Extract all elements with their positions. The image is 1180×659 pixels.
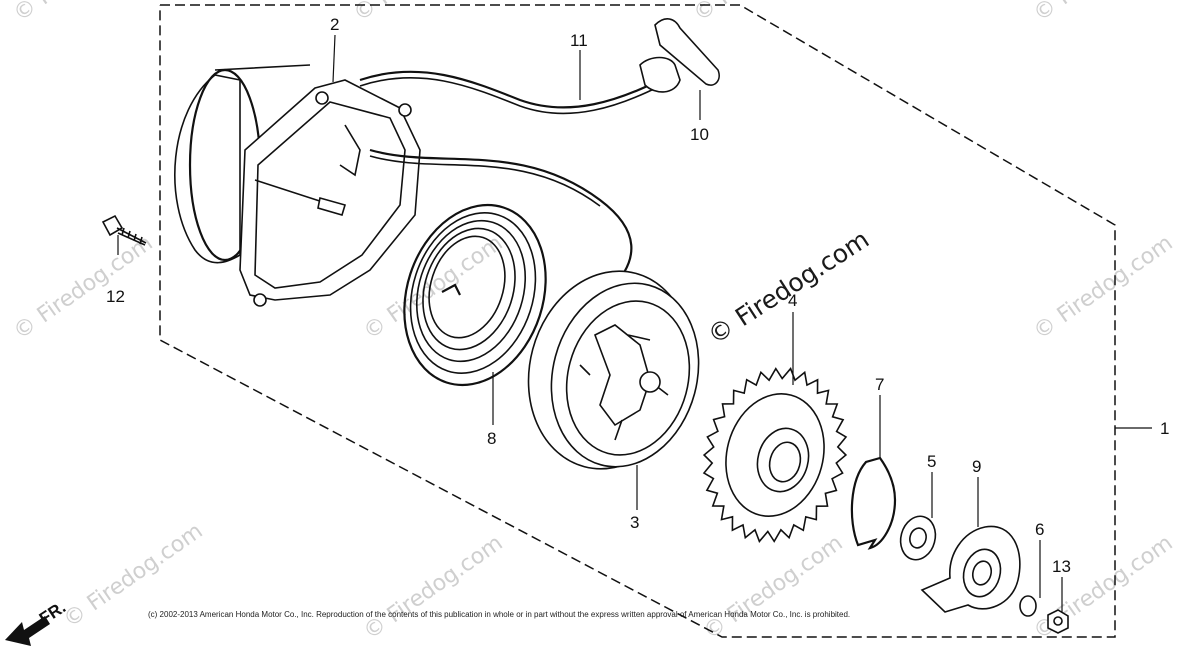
- part-9-friction-plate: [920, 525, 1021, 613]
- part-8-recoil-spring: [403, 203, 547, 387]
- callout-6: 6: [1035, 520, 1044, 539]
- part-11-starter-rope: [359, 70, 661, 291]
- front-arrow-icon: [5, 616, 50, 646]
- part-5-washer: [899, 515, 937, 561]
- part-2-starter-case: [174, 64, 421, 307]
- watermark-faint: © Firedog.com: [359, 531, 507, 645]
- callout-13: 13: [1052, 557, 1071, 576]
- watermark-faint: © Firedog.com: [349, 0, 497, 27]
- part-6-washer: [1019, 595, 1037, 617]
- leader-lines: [117, 34, 1152, 612]
- callout-11: 11: [570, 31, 588, 50]
- front-direction-indicator: FR.: [5, 598, 69, 646]
- callout-7: 7: [875, 375, 884, 394]
- callout-4: 4: [788, 291, 797, 310]
- part-4-ratchet-gear: [702, 367, 848, 543]
- watermark-faint: © Firedog.com: [699, 531, 847, 645]
- part-10-starter-grip: [639, 18, 720, 93]
- copyright-notice: (c) 2002-2013 American Honda Motor Co., …: [148, 610, 851, 619]
- part-7-friction-spring: [850, 456, 897, 550]
- callout-2: 2: [330, 15, 339, 34]
- watermark-faint: © Firedog.com: [689, 0, 837, 27]
- assembly-outline: [159, 4, 1116, 638]
- watermark-faint: © Firedog.com: [1029, 0, 1177, 27]
- watermark-faint: © Firedog.com: [9, 0, 157, 27]
- part-13-nut: [1047, 609, 1069, 634]
- callout-12: 12: [106, 287, 125, 306]
- callout-1: 1: [1160, 419, 1169, 438]
- callout-numbers: 1 2 3 4 5 6 7 8 9 10 11 12 13: [106, 15, 1169, 576]
- callout-3: 3: [630, 513, 639, 532]
- callout-8: 8: [487, 429, 496, 448]
- callout-5: 5: [927, 452, 936, 471]
- part-11-rope-edge: [359, 76, 661, 207]
- watermark-main: © Firedog.com: [702, 224, 874, 350]
- callout-10: 10: [690, 125, 709, 144]
- part-12-bolt: [101, 214, 147, 246]
- watermark-faint: © Firedog.com: [1029, 231, 1177, 345]
- callout-9: 9: [972, 457, 981, 476]
- watermark-faint: © Firedog.com: [9, 231, 157, 345]
- part-3-recoil-reel: [527, 270, 700, 470]
